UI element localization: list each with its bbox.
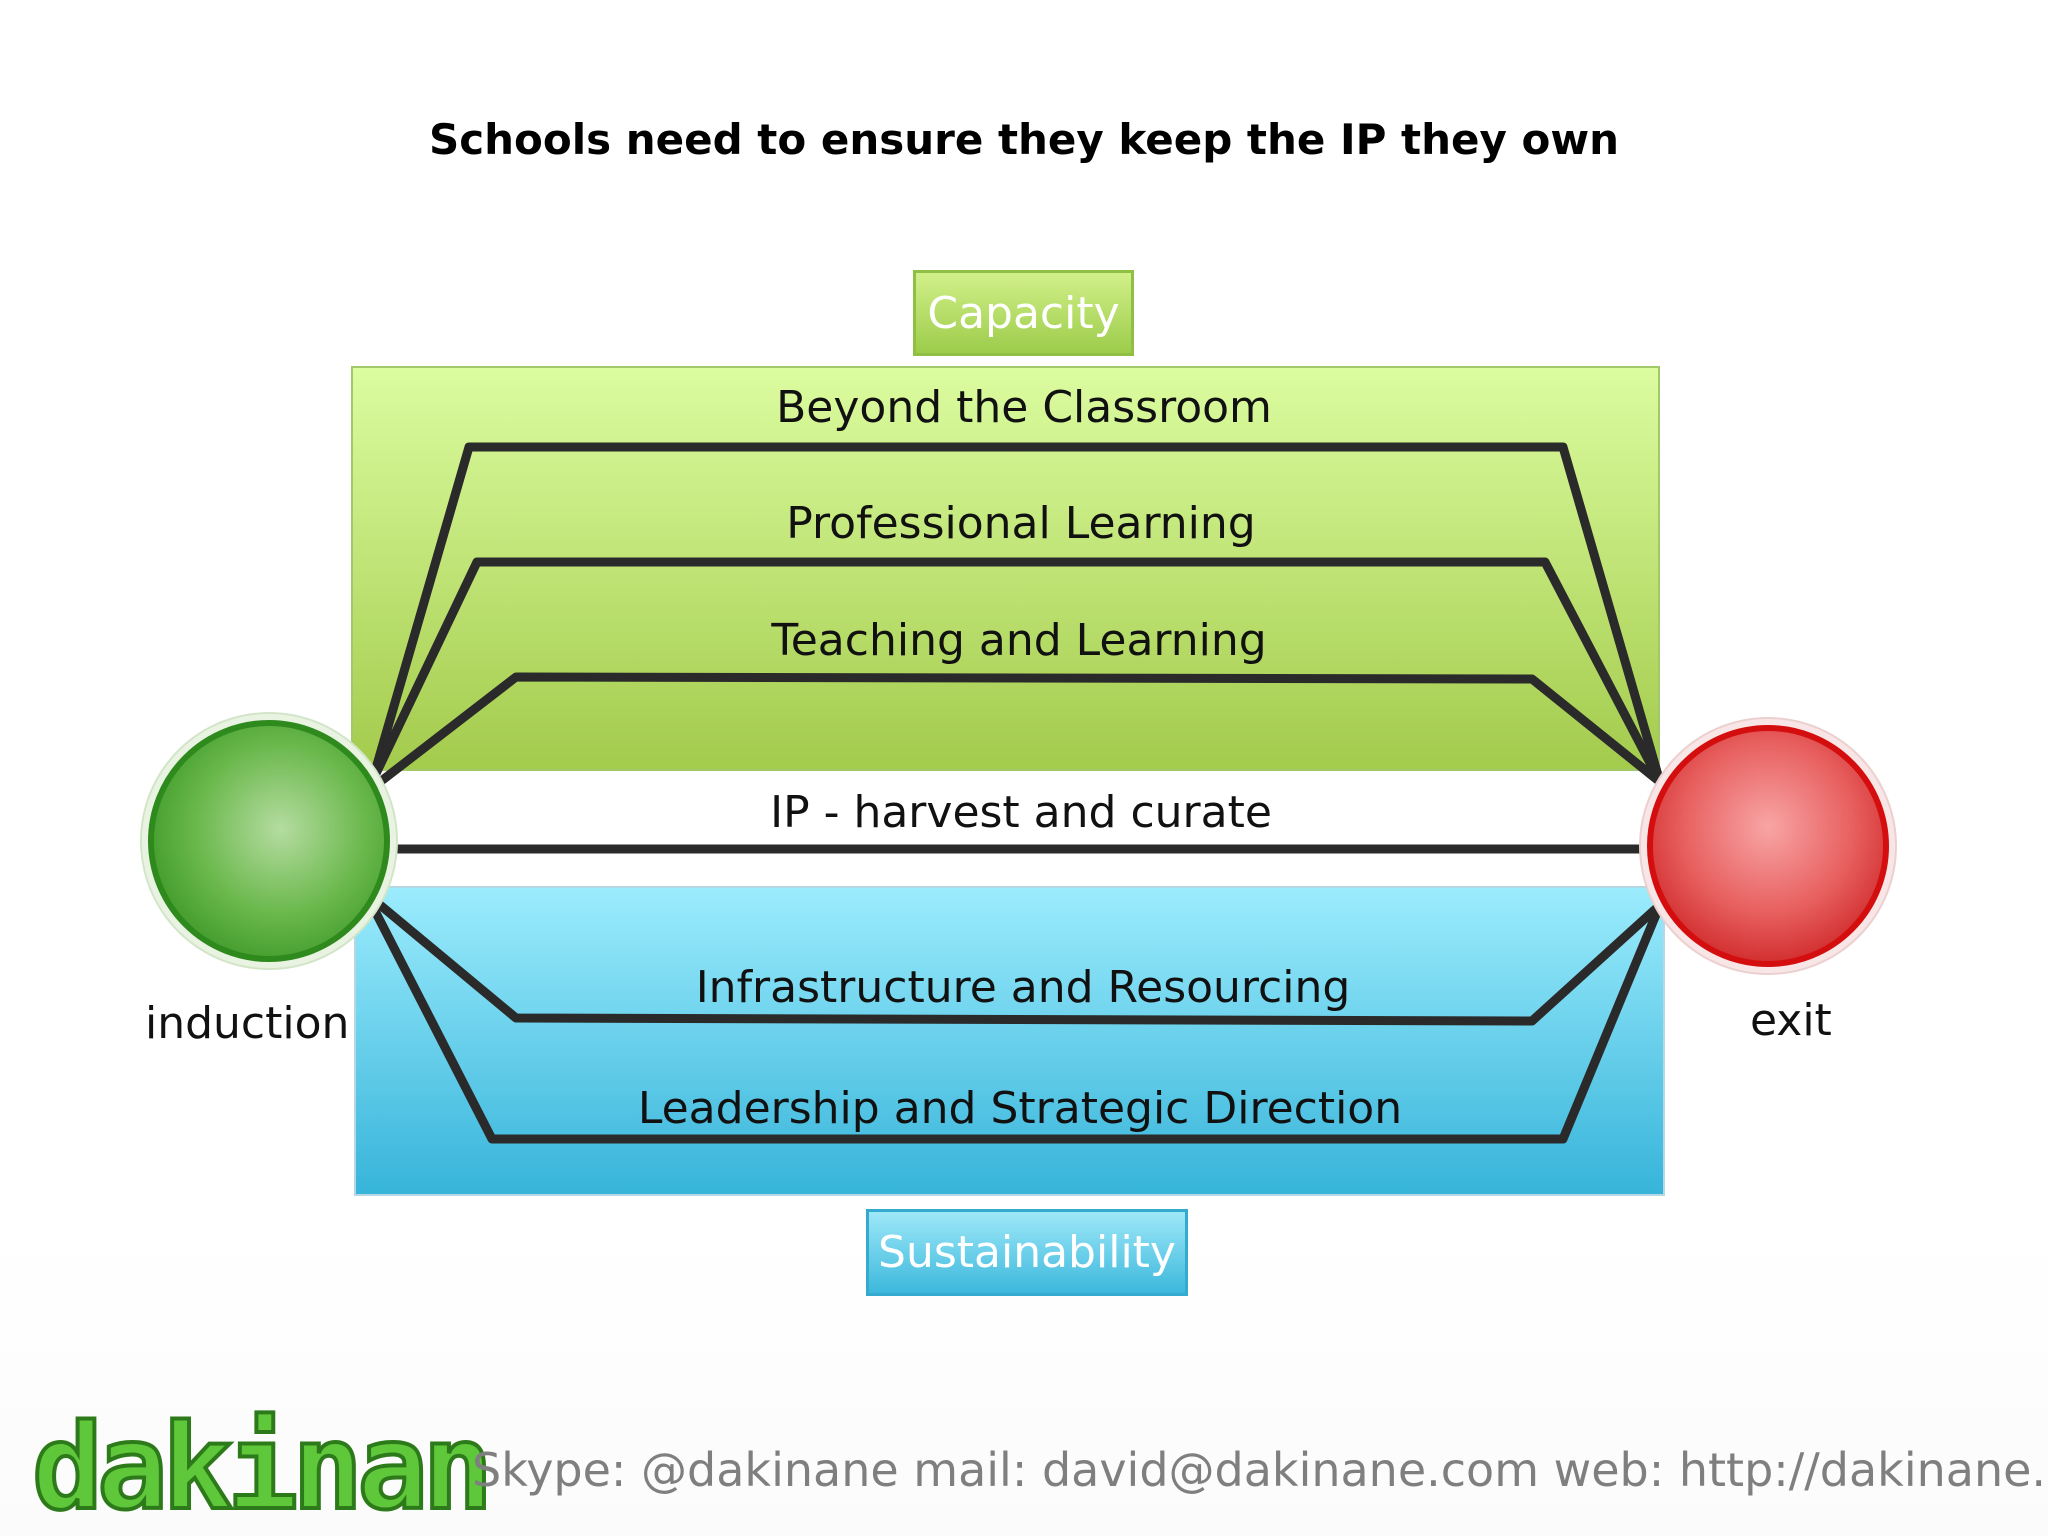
pathway-label-teaching-learning: Teaching and Learning — [771, 615, 1267, 666]
sustainability-panel — [354, 886, 1665, 1196]
exit-node — [1639, 717, 1897, 975]
sustainability-label: Sustainability — [866, 1209, 1188, 1296]
pathway-label-beyond-classroom: Beyond the Classroom — [776, 382, 1272, 433]
pathway-line-professional-learning — [367, 557, 1665, 787]
page-title: Schools need to ensure they keep the IP … — [428, 115, 1620, 164]
pathway-label-professional-learning: Professional Learning — [786, 498, 1256, 549]
pathway-line-infrastructure — [375, 900, 1665, 1026]
dakinane-logo: dakinane — [30, 1396, 490, 1530]
contact-info: Skype: @dakinane mail: david@dakinane.co… — [472, 1443, 2048, 1497]
logo-text: dakinane — [32, 1398, 490, 1530]
exit-label: exit — [1750, 995, 1832, 1046]
capacity-panel — [351, 366, 1660, 771]
footer: dakinane Skype: @dakinane mail: david@da… — [0, 1380, 2048, 1530]
induction-label: induction — [145, 998, 350, 1049]
pathway-line-beyond-classroom — [367, 442, 1665, 787]
capacity-label: Capacity — [913, 270, 1134, 356]
pathway-line-leadership — [367, 900, 1665, 1144]
pathway-label-leadership: Leadership and Strategic Direction — [637, 1083, 1403, 1134]
pathway-label-infrastructure: Infrastructure and Resourcing — [695, 962, 1351, 1013]
pathway-label-ip: IP - harvest and curate — [770, 787, 1272, 838]
pathway-line-teaching-learning — [375, 672, 1665, 787]
induction-node — [140, 712, 398, 970]
